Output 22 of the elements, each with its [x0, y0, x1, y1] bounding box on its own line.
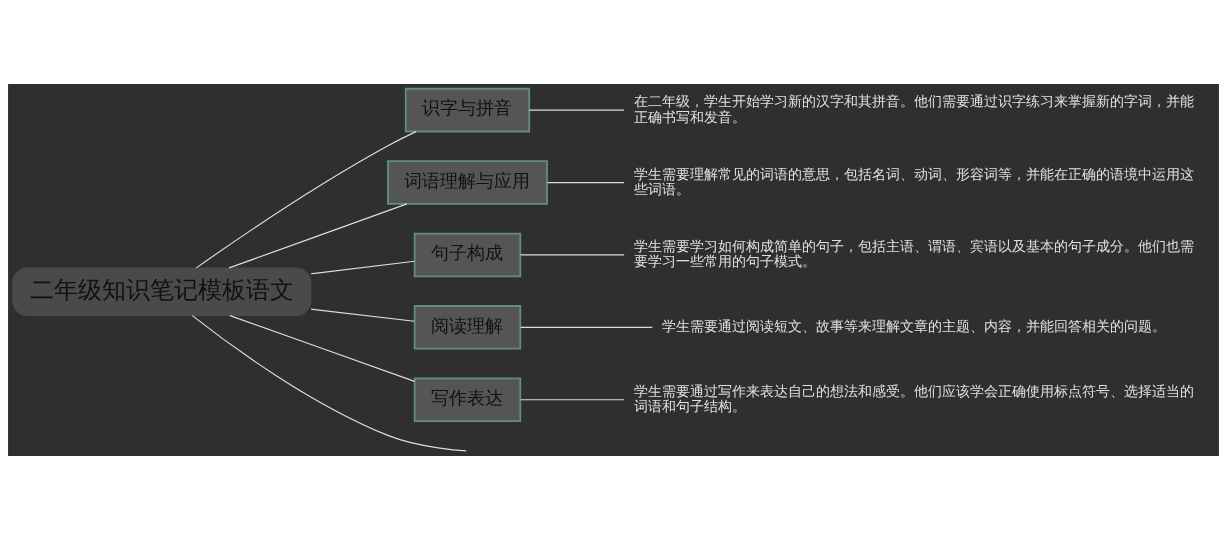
- node-box: 二年级知识笔记模板语文: [12, 267, 312, 317]
- connector: [520, 254, 625, 256]
- node-text: 学生需要通过阅读短文、故事等来理解文章的主题、内容，并能回答相关的问题。: [662, 318, 1167, 335]
- node-text: 学生需要学习如何构成简单的句子，包括主语、谓语、宾语以及基本的句子成分。他们也需要学习一些常用的句子模式。: [633, 237, 1194, 270]
- connector: [229, 315, 416, 382]
- connector: [228, 203, 408, 269]
- connector: [310, 260, 416, 275]
- connector: [310, 308, 416, 322]
- node-box: 句子构成: [413, 232, 522, 278]
- connector: [520, 399, 625, 401]
- node-box: 写作表达: [413, 377, 522, 423]
- node-box: 识字与拼音: [404, 87, 531, 133]
- node-text: 学生需要理解常见的词语的意思，包括名词、动词、形容词等，并能在正确的语境中运用这些词语。: [633, 165, 1194, 197]
- node-text: 学生需要通过写作来表达自己的想法和感受。他们应该学会正确使用标点符号、选择适当的词语和句子结构。: [633, 382, 1194, 415]
- connector: [546, 181, 625, 184]
- node-text: 在二年级，学生开始学习新的汉字和其拼音。他们需要通过识字练习来掌握新的字词，并能正确书写和发音。: [633, 93, 1194, 125]
- node-box: 词语理解与应用: [387, 160, 548, 205]
- connector: [195, 131, 417, 269]
- connector: [520, 326, 653, 328]
- node-box: 阅读理解: [413, 305, 522, 350]
- connector: [191, 315, 467, 452]
- connector: [528, 109, 625, 111]
